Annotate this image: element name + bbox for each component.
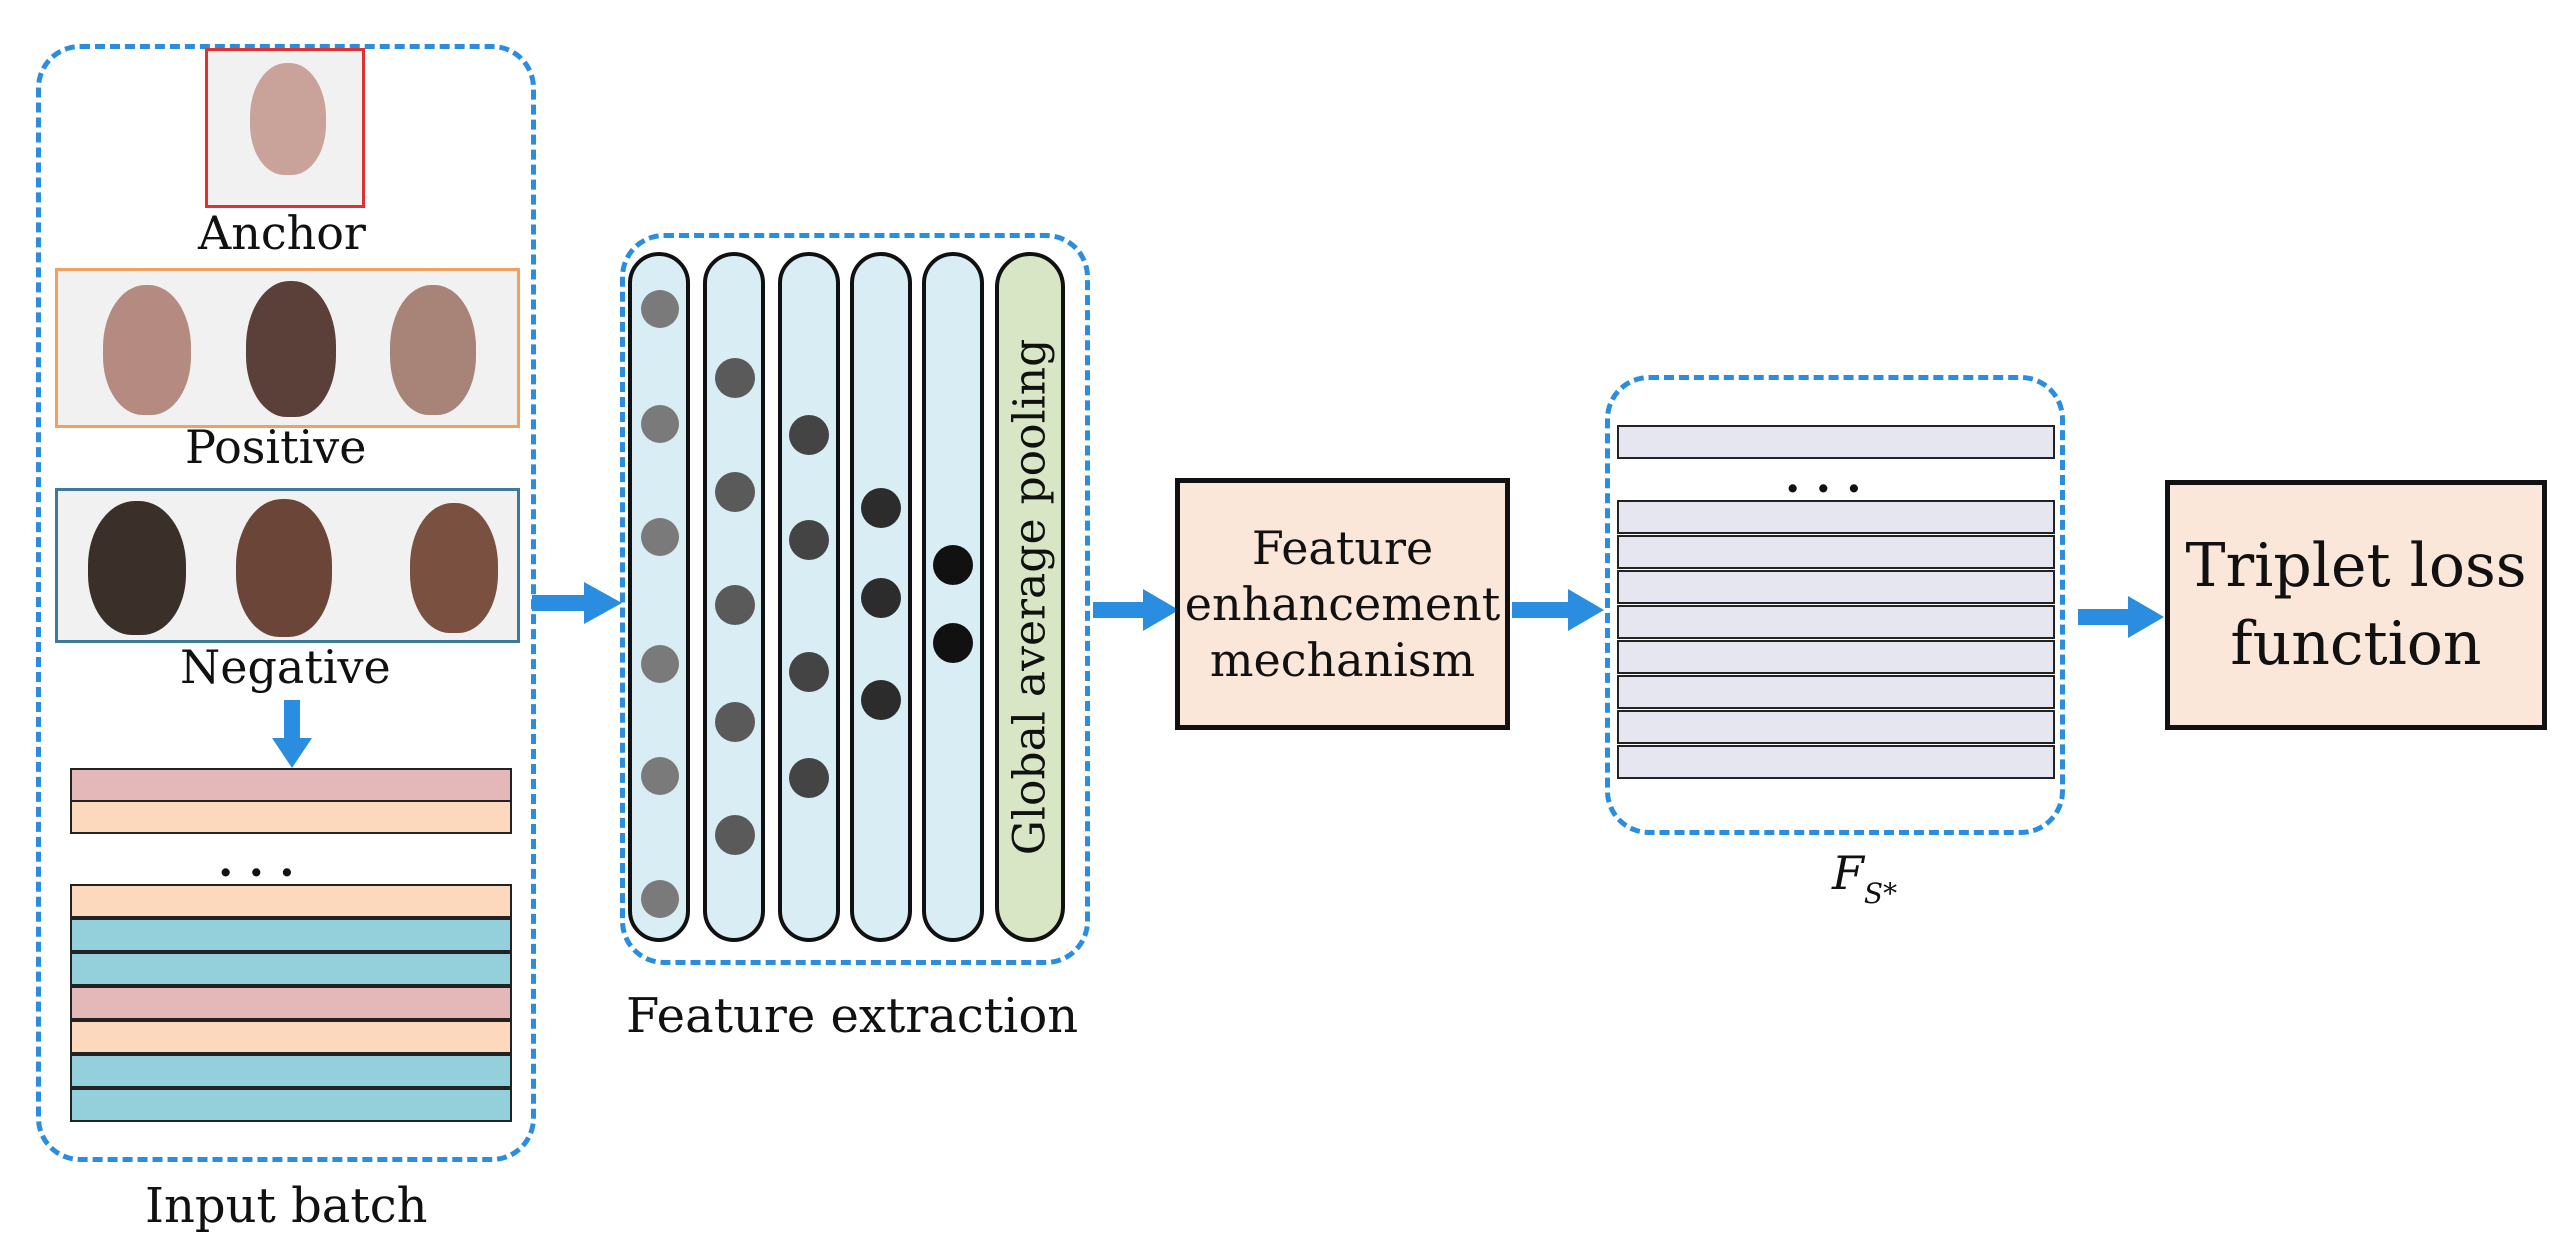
feature-row (1617, 745, 2055, 779)
neuron-dot (861, 488, 901, 528)
feature-row (1617, 675, 2055, 709)
right-arrow-icon (2078, 596, 2164, 638)
batch-ellipsis: . . . (218, 836, 295, 887)
neuron-dot (641, 880, 679, 918)
neuron-dot (789, 415, 829, 455)
neuron-dot (641, 405, 679, 443)
enhancement-line-2: enhancement (1184, 576, 1501, 631)
enhancement-line-3: mechanism (1209, 633, 1476, 688)
enhancement-line-1: Feature (1251, 520, 1434, 575)
negative-face-2 (236, 499, 332, 637)
positive-label: Positive (185, 420, 367, 474)
feature-row (1617, 640, 2055, 674)
feature-row (1617, 710, 2055, 744)
triplet-loss-box: Triplet loss function (2165, 480, 2547, 730)
feature-row (1617, 535, 2055, 569)
neuron-dot (861, 578, 901, 618)
feature-row (1617, 425, 2055, 459)
positive-face-1 (103, 285, 191, 415)
negative-label: Negative (180, 640, 391, 694)
neuron-dot (789, 652, 829, 692)
batch-row (70, 1088, 512, 1122)
neuron-dot (715, 358, 755, 398)
batch-row (70, 918, 512, 952)
neuron-dot (641, 518, 679, 556)
anchor-label: Anchor (198, 206, 366, 260)
feature-label: FS* (1832, 846, 1897, 910)
batch-row (70, 768, 512, 802)
neuron-dot (715, 472, 755, 512)
neuron-dot (715, 585, 755, 625)
neuron-dot (715, 702, 755, 742)
positive-images (55, 268, 520, 428)
feature-row (1617, 605, 2055, 639)
feature-row (1617, 500, 2055, 534)
neuron-dot (789, 520, 829, 560)
batch-row (70, 1054, 512, 1088)
feature-label-main: F (1832, 846, 1864, 900)
feature-extraction-group (620, 233, 1090, 965)
layer-column-5 (922, 252, 984, 942)
loss-line-1: Triplet loss (2185, 531, 2527, 601)
batch-row (70, 952, 512, 986)
negative-images (55, 488, 520, 643)
neuron-dot (715, 815, 755, 855)
feature-vectors-group (1605, 375, 2065, 835)
neuron-dot (933, 545, 973, 585)
positive-face-3 (390, 285, 476, 415)
neuron-dot (641, 290, 679, 328)
neuron-dot (789, 758, 829, 798)
neuron-dot (641, 757, 679, 795)
layer-column-3 (778, 252, 840, 942)
negative-face-1 (88, 501, 186, 635)
right-arrow-icon (532, 582, 622, 624)
batch-row (70, 1020, 512, 1054)
right-arrow-icon (1093, 589, 1179, 631)
down-arrow-icon (272, 700, 312, 768)
right-arrow-icon (1512, 589, 1604, 631)
loss-line-2: function (2230, 609, 2482, 679)
feature-enhancement-box: Feature enhancement mechanism (1175, 478, 1510, 730)
neuron-dot (933, 623, 973, 663)
feature-row (1617, 570, 2055, 604)
batch-row (70, 986, 512, 1020)
feature-extraction-title: Feature extraction (626, 988, 1079, 1044)
pooling-label: Global average pooling (1004, 338, 1056, 856)
pooling-column (995, 252, 1065, 942)
feature-ellipsis: . . . (1785, 452, 1862, 503)
neuron-dot (641, 645, 679, 683)
layer-column-1 (628, 252, 690, 942)
negative-face-3 (410, 503, 498, 633)
batch-row (70, 800, 512, 834)
input-batch-title: Input batch (145, 1178, 428, 1234)
feature-label-sub: S* (1863, 877, 1898, 910)
anchor-image (205, 48, 365, 208)
positive-face-2 (246, 281, 336, 417)
batch-row (70, 884, 512, 918)
neuron-dot (861, 680, 901, 720)
anchor-face (250, 63, 326, 175)
